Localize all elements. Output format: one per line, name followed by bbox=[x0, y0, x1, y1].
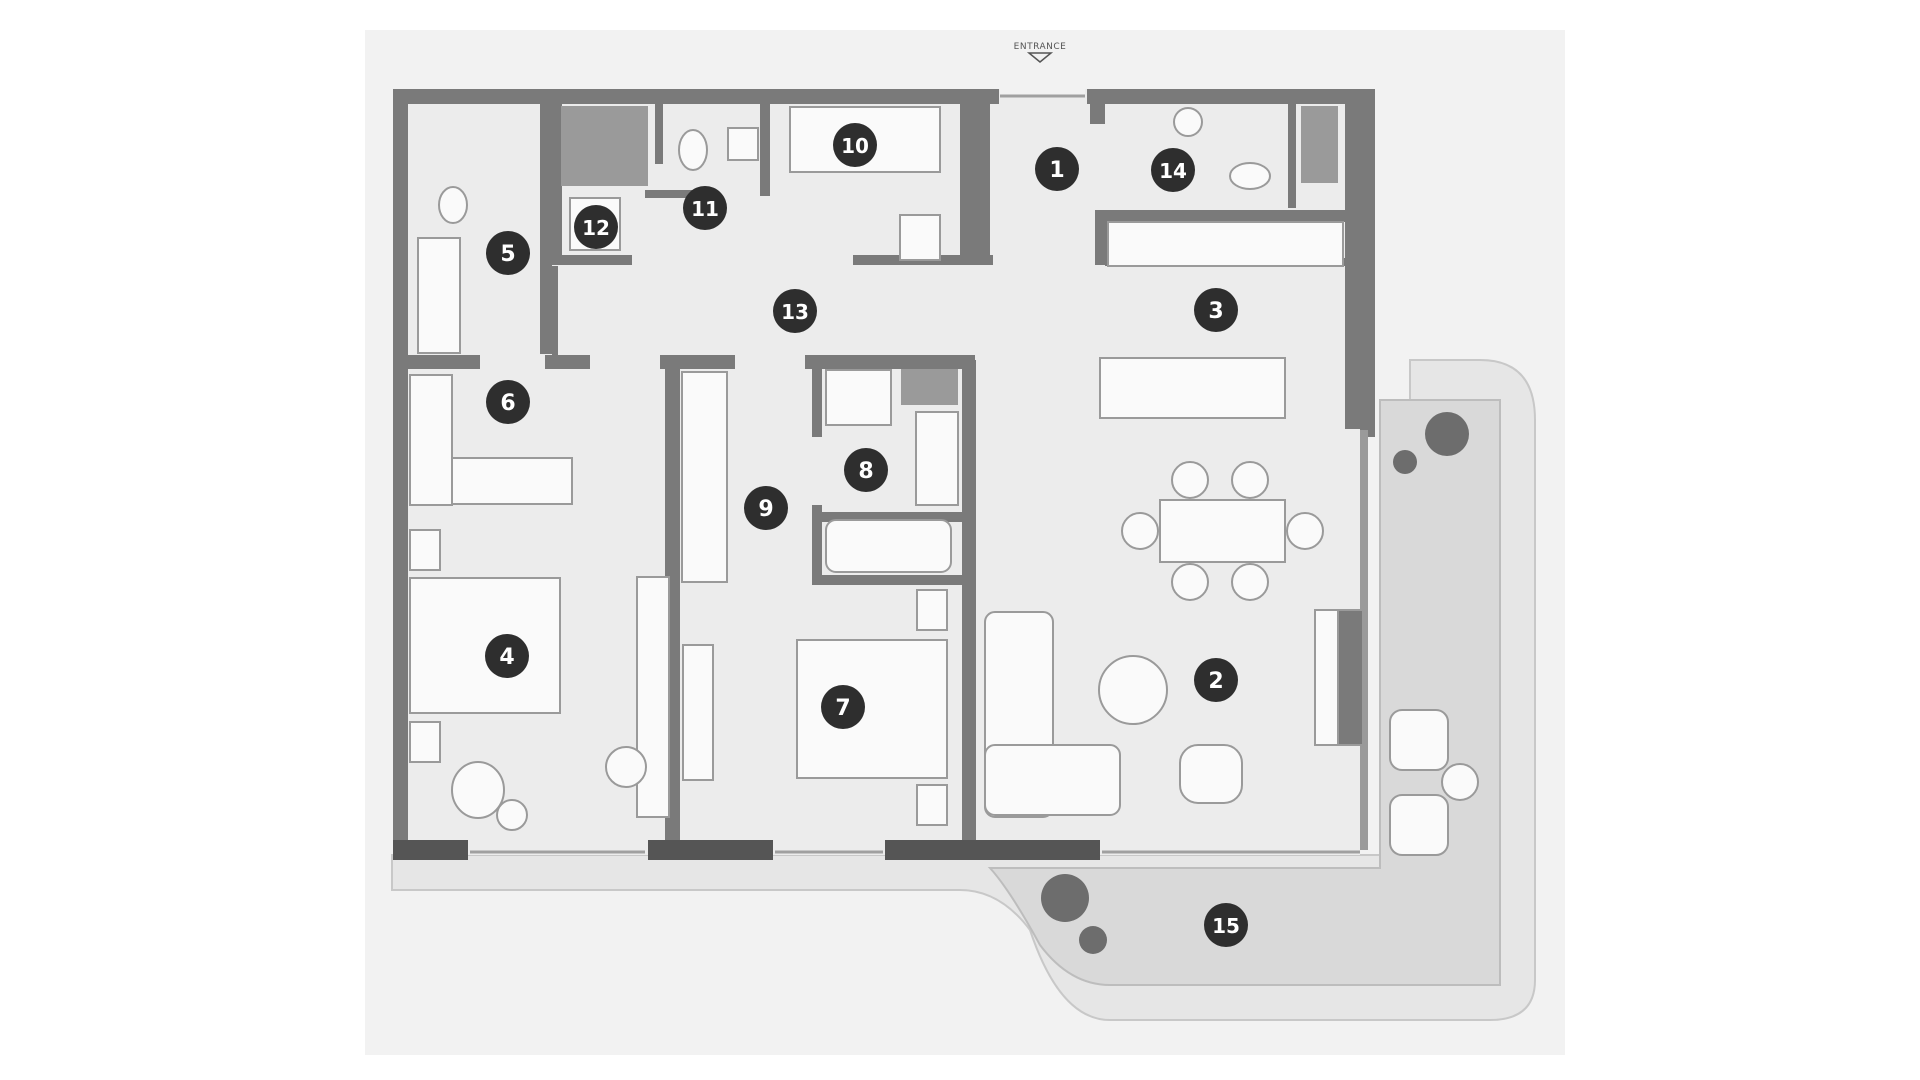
room-marker-circle bbox=[833, 123, 877, 167]
room-marker-12: 12 bbox=[574, 205, 618, 249]
room-marker-circle bbox=[1194, 658, 1238, 702]
room-marker-4: 4 bbox=[485, 634, 529, 678]
room-marker-11: 11 bbox=[683, 186, 727, 230]
room-marker-label: 13 bbox=[781, 300, 809, 324]
plants bbox=[1041, 412, 1469, 954]
room-marker-circle bbox=[744, 486, 788, 530]
room-marker-label: 11 bbox=[691, 197, 719, 221]
room-marker-circle bbox=[773, 289, 817, 333]
room-marker-15: 15 bbox=[1204, 903, 1248, 947]
dining-table bbox=[1159, 499, 1286, 563]
room-marker-7: 7 bbox=[821, 685, 865, 729]
room-marker-circle bbox=[574, 205, 618, 249]
room-marker-circle bbox=[821, 685, 865, 729]
room-marker-3: 3 bbox=[1194, 288, 1238, 332]
entrance-indicator: ENTRANCE bbox=[1014, 42, 1067, 63]
bathtub-8 bbox=[825, 519, 952, 573]
room-marker-label: 4 bbox=[499, 645, 514, 670]
walls bbox=[393, 89, 1375, 860]
room-marker-circle bbox=[1204, 903, 1248, 947]
toilet-14 bbox=[1229, 162, 1271, 190]
vanity-8 bbox=[915, 411, 959, 506]
sink-11 bbox=[727, 127, 759, 161]
room-marker-circle bbox=[1194, 288, 1238, 332]
bed-7 bbox=[796, 639, 948, 779]
room-marker-label: 6 bbox=[500, 391, 515, 416]
room-marker-circle bbox=[486, 231, 530, 275]
room-marker-label: 3 bbox=[1208, 299, 1223, 324]
toilet-5 bbox=[438, 186, 468, 224]
room-marker-label: 1 bbox=[1049, 158, 1064, 183]
room-marker-label: 2 bbox=[1208, 669, 1223, 694]
room-marker-5: 5 bbox=[486, 231, 530, 275]
room-marker-9: 9 bbox=[744, 486, 788, 530]
room-marker-6: 6 bbox=[486, 380, 530, 424]
toilet-11 bbox=[678, 129, 708, 171]
room-marker-8: 8 bbox=[844, 448, 888, 492]
room-marker-label: 10 bbox=[841, 134, 869, 158]
room-marker-13: 13 bbox=[773, 289, 817, 333]
room-marker-label: 9 bbox=[758, 497, 773, 522]
room-marker-14: 14 bbox=[1151, 148, 1195, 192]
room-marker-label: 15 bbox=[1212, 914, 1240, 938]
room-marker-label: 7 bbox=[835, 696, 850, 721]
room-marker-2: 2 bbox=[1194, 658, 1238, 702]
entrance-label: ENTRANCE bbox=[1014, 42, 1067, 52]
room-marker-circle bbox=[844, 448, 888, 492]
kitchen-counter bbox=[1107, 221, 1344, 267]
room-marker-label: 14 bbox=[1159, 159, 1187, 183]
room-marker-label: 5 bbox=[500, 242, 515, 267]
bed-4 bbox=[409, 577, 561, 714]
room-marker-10: 10 bbox=[833, 123, 877, 167]
room-marker-circle bbox=[486, 380, 530, 424]
room-marker-1: 1 bbox=[1035, 147, 1079, 191]
room-marker-label: 8 bbox=[858, 459, 873, 484]
room-marker-circle bbox=[1035, 147, 1079, 191]
wardrobe-6 bbox=[409, 374, 453, 506]
room-marker-label: 12 bbox=[582, 216, 610, 240]
coffee-table bbox=[1098, 655, 1168, 725]
windows bbox=[470, 94, 1360, 854]
wardrobe-9 bbox=[681, 371, 728, 583]
room-marker-circle bbox=[485, 634, 529, 678]
vanity-5 bbox=[417, 237, 461, 354]
room-marker-circle bbox=[683, 186, 727, 230]
room-marker-circle bbox=[1151, 148, 1195, 192]
kitchen-island bbox=[1099, 357, 1286, 419]
entrance-arrow-icon bbox=[1026, 52, 1054, 63]
